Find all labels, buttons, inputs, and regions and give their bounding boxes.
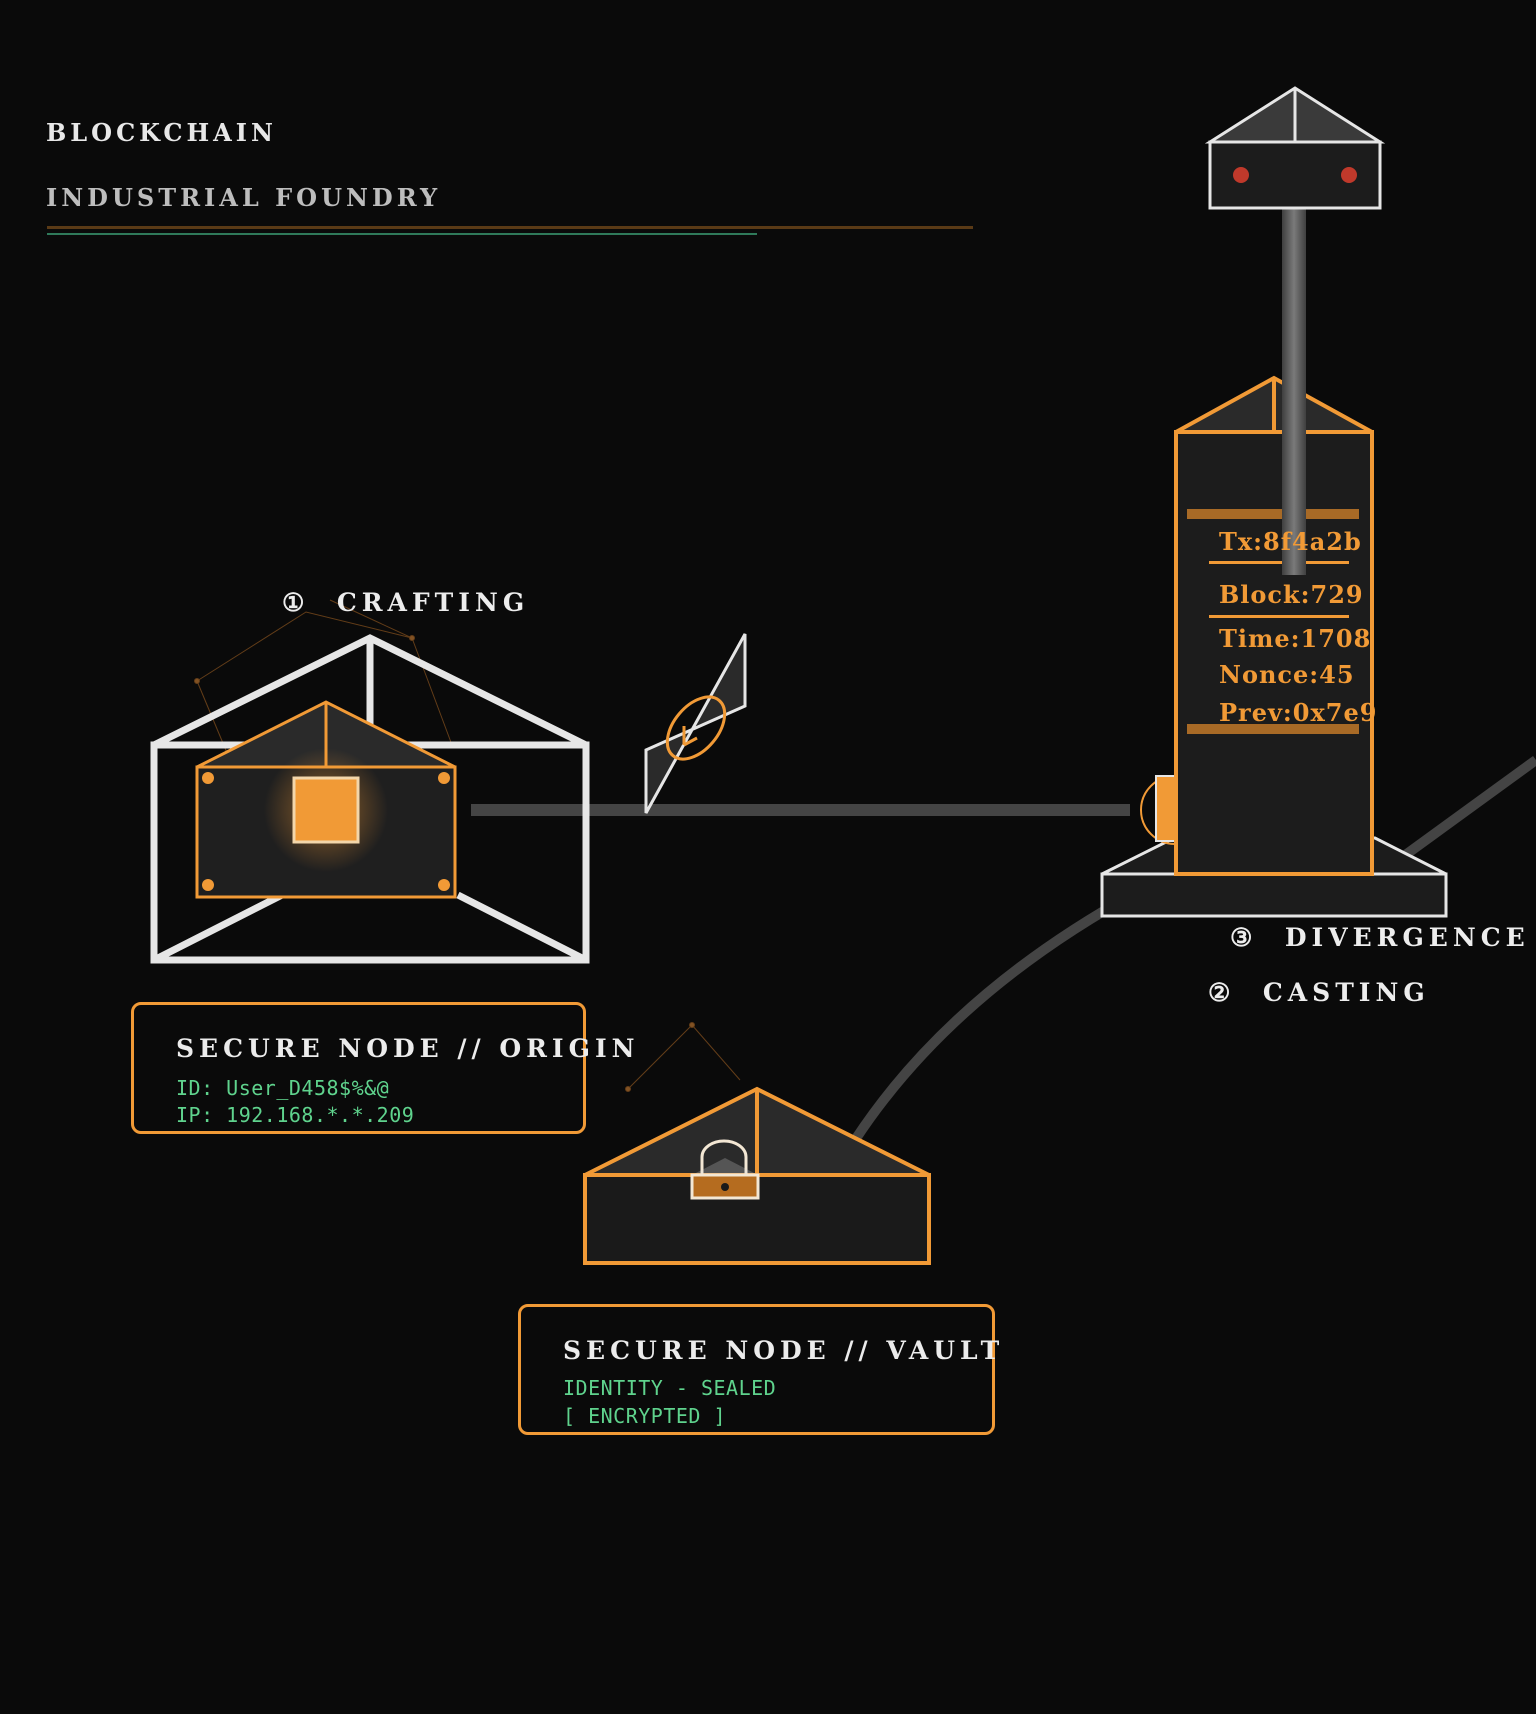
ledger-prev: Prev:0x7e9: [1219, 698, 1378, 727]
vault-card-encryption: [ ENCRYPTED ]: [563, 1404, 727, 1428]
stage-label-casting: ② CASTING: [1208, 978, 1430, 1007]
origin-node-card: [131, 1002, 586, 1134]
furnace-core: [292, 776, 360, 844]
network-lines: [194, 599, 741, 1092]
vault-card-title: SECURE NODE // VAULT: [563, 1336, 1005, 1365]
ledger-block: Block:729: [1219, 580, 1364, 609]
origin-card-title: SECURE NODE // ORIGIN: [176, 1034, 640, 1063]
ledger-time: Time:1708: [1219, 624, 1372, 653]
stage-text: CASTING: [1262, 978, 1430, 1007]
stage-number: ③: [1230, 923, 1258, 952]
sensor-assembly: [1204, 86, 1386, 575]
origin-card-ip: IP: 192.168.*.*.209: [176, 1103, 415, 1127]
header-underline: [47, 226, 973, 235]
vault-card-status: IDENTITY - SEALED: [563, 1376, 777, 1400]
stage-number: ②: [1208, 978, 1236, 1007]
vault-structure: [583, 1086, 931, 1265]
padlock-icon: [690, 1139, 760, 1200]
stage-number: ①: [282, 588, 310, 617]
crafting-furnace: [195, 700, 457, 899]
sensor-head-icon: [1204, 86, 1386, 210]
stage-label-crafting: ① CRAFTING: [282, 588, 529, 617]
app-subtitle: INDUSTRIAL FOUNDRY: [46, 183, 442, 212]
gear-icon: [665, 695, 727, 761]
ledger-tx: Tx:8f4a2b: [1219, 527, 1362, 556]
ledger-nonce: Nonce:45: [1219, 660, 1355, 689]
stage-label-divergence: ③ DIVERGENCE: [1230, 923, 1530, 952]
casting-tower: [1174, 375, 1374, 876]
app-title: BLOCKCHAIN: [46, 118, 277, 147]
vault-node-card: [518, 1304, 995, 1435]
stage-text: CRAFTING: [336, 588, 530, 617]
stage-text: DIVERGENCE: [1284, 923, 1530, 952]
origin-card-id: ID: User_D458$%&@: [176, 1076, 390, 1100]
gear-panel: [644, 633, 747, 814]
